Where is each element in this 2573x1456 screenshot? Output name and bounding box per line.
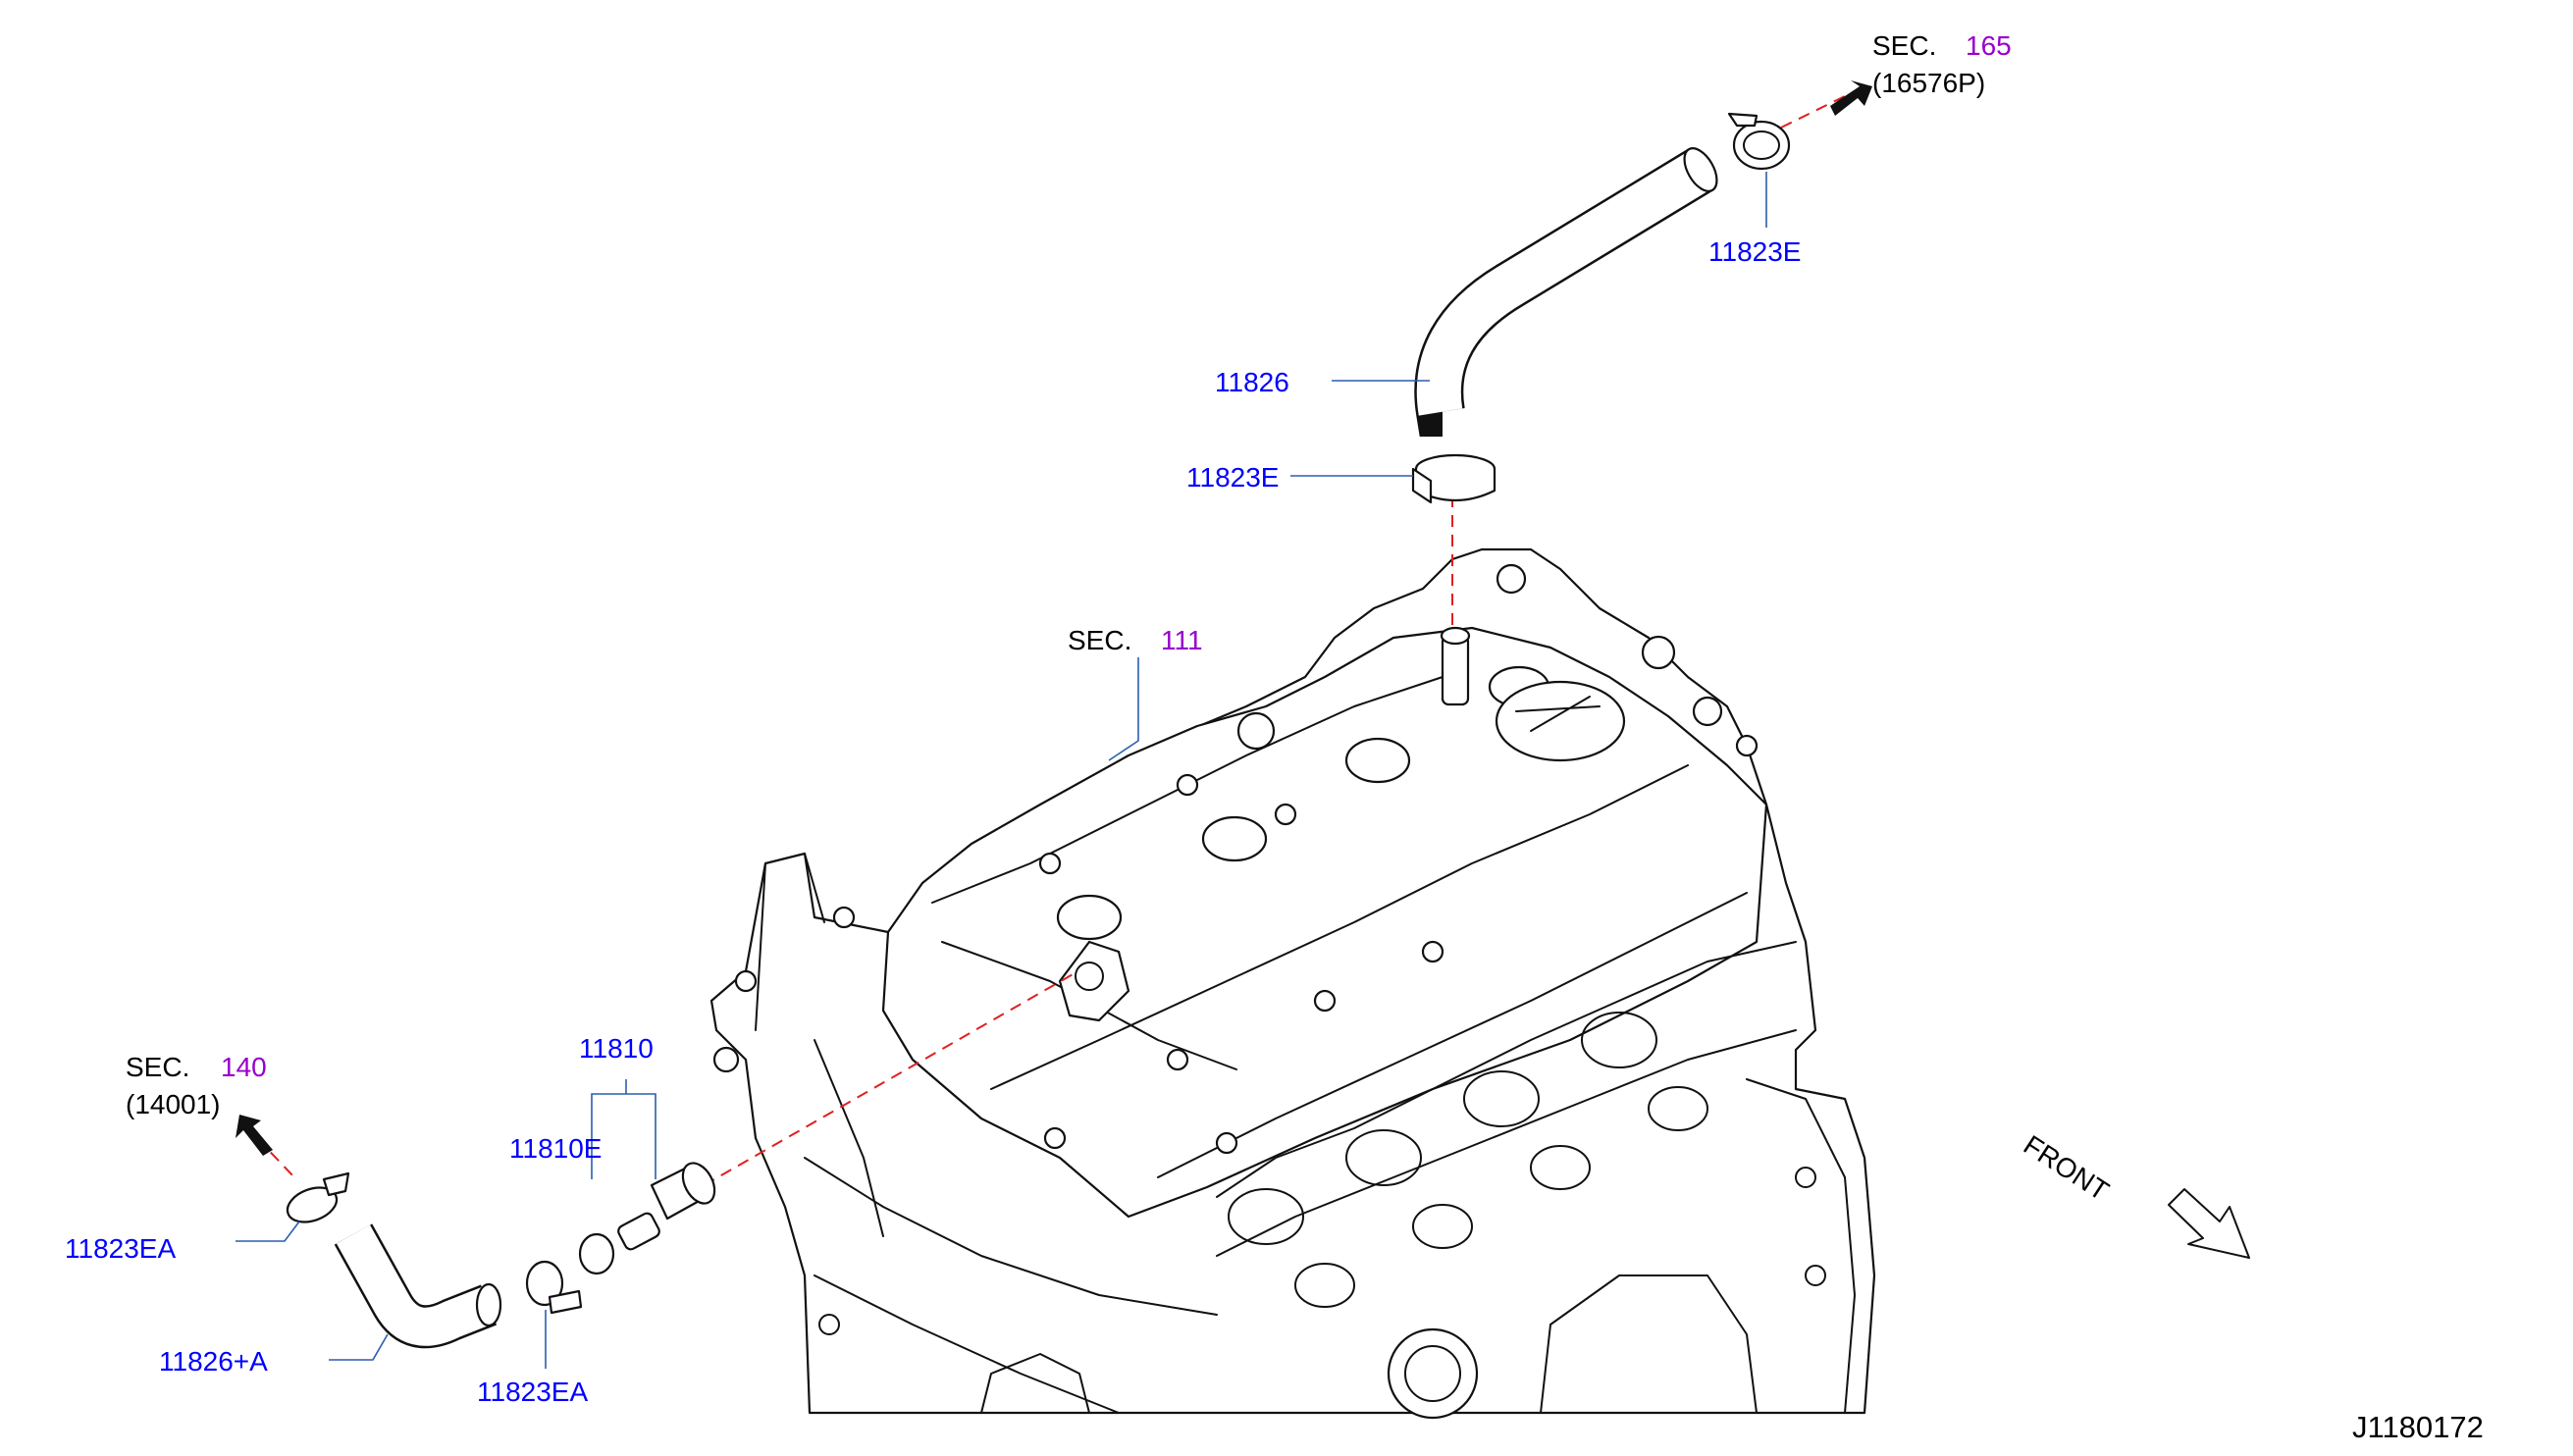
sec140-number[interactable]: 140 bbox=[221, 1052, 267, 1082]
pcv-valve-11810-illustration bbox=[617, 1162, 716, 1251]
sec165-number[interactable]: 165 bbox=[1966, 30, 2012, 61]
hose-11826a-illustration bbox=[334, 1223, 502, 1349]
part-label-11823e-upper[interactable]: 11823E bbox=[1186, 462, 1279, 493]
sec140-ref: (14001) bbox=[126, 1089, 221, 1119]
leader-clamp-lower-left bbox=[236, 1221, 300, 1242]
part-label-11823ea-left[interactable]: 11823EA bbox=[65, 1233, 176, 1264]
front-label: FRONT bbox=[2019, 1129, 2115, 1207]
engine-head-illustration bbox=[709, 547, 1876, 1420]
hose-11826-illustration bbox=[1414, 147, 1718, 437]
part-label-11823ea-right[interactable]: 11823EA bbox=[477, 1377, 588, 1407]
sec111-word: SEC. bbox=[1068, 625, 1131, 655]
front-arrow-icon bbox=[2168, 1188, 2250, 1259]
leader-sec111 bbox=[1108, 657, 1139, 761]
sec111-number[interactable]: 111 bbox=[1161, 625, 1203, 655]
clamp-11823ea-lower-illustration bbox=[525, 1260, 583, 1315]
clamp-11823e-top-illustration bbox=[1727, 112, 1791, 171]
drawing-id: J1180172 bbox=[2352, 1410, 2484, 1444]
part-label-11810e[interactable]: 11810E bbox=[509, 1133, 602, 1164]
oring-11810e-illustration bbox=[578, 1232, 615, 1275]
leader-hose-lower bbox=[329, 1333, 389, 1361]
arrow-to-sec140-icon bbox=[236, 1115, 273, 1156]
sec165-ref: (16576P) bbox=[1872, 68, 1985, 98]
leader-pcv-bracket bbox=[591, 1093, 656, 1179]
part-label-11810[interactable]: 11810 bbox=[579, 1033, 654, 1064]
flow-line-pcv bbox=[686, 972, 1076, 1196]
sec165-word: SEC. bbox=[1872, 30, 1936, 61]
arrow-to-sec165-icon bbox=[1830, 80, 1872, 116]
sec140-word: SEC. bbox=[126, 1052, 189, 1082]
clamp-11823e-upper-illustration bbox=[1411, 453, 1497, 504]
flow-line-sec165 bbox=[1780, 95, 1846, 129]
part-label-11823e-top[interactable]: 11823E bbox=[1708, 236, 1801, 267]
part-label-11826a[interactable]: 11826+A bbox=[159, 1346, 268, 1377]
clamp-11823ea-upper-illustration bbox=[286, 1171, 350, 1223]
part-label-11826[interactable]: 11826 bbox=[1215, 367, 1289, 397]
